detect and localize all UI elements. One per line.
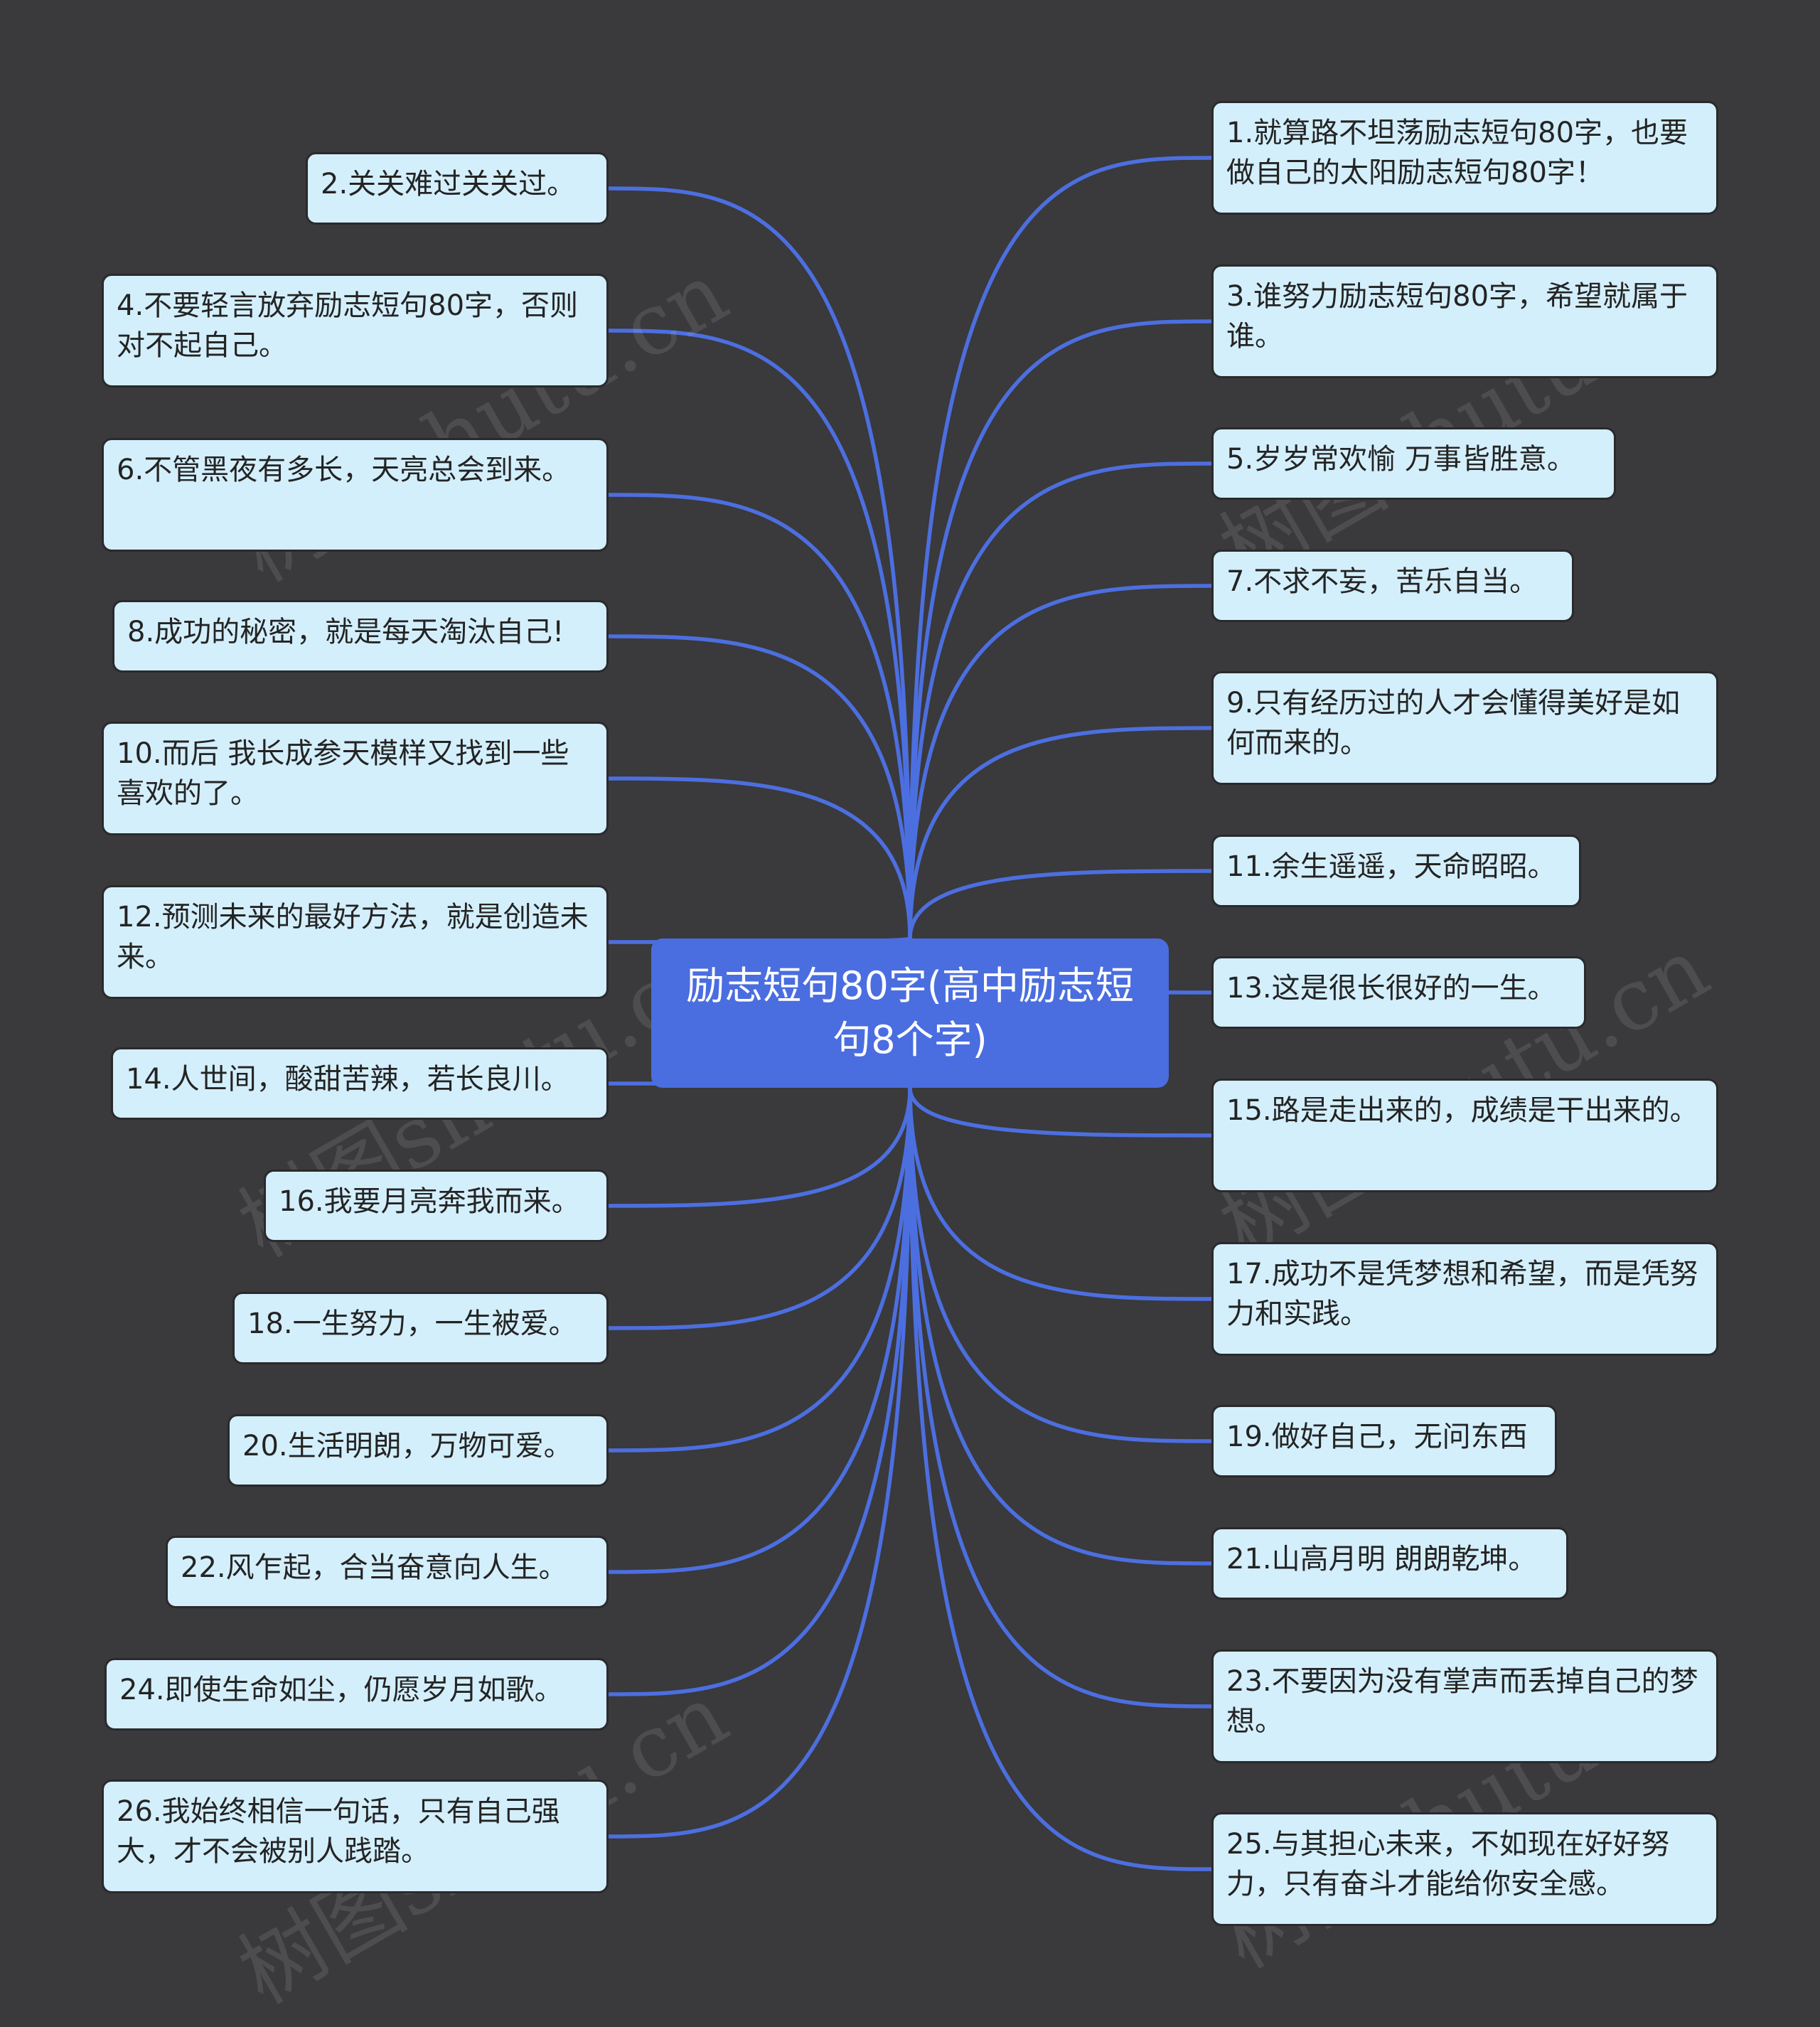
leaf-node-23[interactable]: 23.不要因为没有掌声而丢掉自己的梦想。 — [1211, 1649, 1718, 1763]
connector-n8 — [606, 634, 912, 941]
connector-n26 — [606, 1086, 912, 1839]
leaf-node-1[interactable]: 1.就算路不坦荡励志短句80字，也要做自己的太阳励志短句80字！ — [1211, 101, 1718, 215]
root-node-label: 励志短句80字(高中励志短句8个字) — [686, 963, 1134, 1062]
leaf-node-20[interactable]: 20.生活明朗，万物可爱。 — [228, 1414, 609, 1487]
leaf-node-13[interactable]: 13.这是很长很好的一生。 — [1211, 956, 1586, 1029]
connector-n15 — [908, 1086, 1214, 1138]
connector-n11 — [908, 869, 1214, 941]
connector-n16 — [606, 1086, 912, 1208]
connector-n7 — [908, 584, 1214, 941]
leaf-node-14[interactable]: 14.人世间，酸甜苦辣，若长良川。 — [111, 1047, 609, 1120]
connector-n3 — [908, 319, 1214, 941]
leaf-node-6[interactable]: 6.不管黑夜有多长，天亮总会到来。 — [102, 438, 609, 552]
connector-n22 — [606, 1086, 912, 1574]
root-node[interactable]: 励志短句80字(高中励志短句8个字) — [651, 938, 1169, 1088]
connector-n25 — [908, 1086, 1214, 1871]
connector-n5 — [908, 461, 1214, 941]
leaf-node-26[interactable]: 26.我始终相信一句话，只有自己强大，才不会被别人践踏。 — [102, 1780, 609, 1893]
connector-n24 — [606, 1086, 912, 1696]
connector-n9 — [908, 726, 1214, 941]
connector-n20 — [606, 1086, 912, 1453]
leaf-node-10[interactable]: 10.而后 我长成参天模样又找到一些喜欢的了。 — [102, 722, 609, 835]
leaf-node-19[interactable]: 19.做好自己，无问东西 — [1211, 1405, 1557, 1477]
connector-n18 — [606, 1086, 912, 1330]
connector-n6 — [606, 493, 912, 941]
connector-n23 — [908, 1086, 1214, 1708]
connector-n10 — [606, 776, 912, 941]
leaf-node-3[interactable]: 3.谁努力励志短句80字，希望就属于谁。 — [1211, 264, 1718, 378]
connector-n2 — [606, 186, 912, 941]
connector-n19 — [908, 1086, 1214, 1443]
connector-n21 — [908, 1086, 1214, 1566]
leaf-node-18[interactable]: 18.一生努力，一生被爱。 — [232, 1292, 609, 1364]
leaf-node-15[interactable]: 15.路是走出来的，成绩是干出来的。 — [1211, 1079, 1718, 1192]
leaf-node-17[interactable]: 17.成功不是凭梦想和希望，而是凭努力和实践。 — [1211, 1242, 1718, 1356]
connector-n1 — [908, 156, 1214, 941]
leaf-node-9[interactable]: 9.只有经历过的人才会懂得美好是如何而来的。 — [1211, 671, 1718, 785]
leaf-node-25[interactable]: 25.与其担心未来，不如现在好好努力，只有奋斗才能给你安全感。 — [1211, 1812, 1718, 1926]
leaf-node-22[interactable]: 22.风乍起，合当奋意向人生。 — [166, 1536, 609, 1608]
leaf-node-7[interactable]: 7.不求不妄，苦乐自当。 — [1211, 550, 1574, 622]
leaf-node-24[interactable]: 24.即使生命如尘，仍愿岁月如歌。 — [105, 1658, 609, 1731]
leaf-node-2[interactable]: 2.关关难过关关过。 — [306, 152, 609, 225]
connector-n17 — [908, 1086, 1214, 1301]
leaf-node-12[interactable]: 12.预测未来的最好方法，就是创造未来。 — [102, 885, 609, 999]
leaf-node-21[interactable]: 21.山高月明 朗朗乾坤。 — [1211, 1527, 1568, 1600]
leaf-node-5[interactable]: 5.岁岁常欢愉 万事皆胜意。 — [1211, 427, 1616, 500]
connector-n4 — [606, 328, 912, 941]
leaf-node-16[interactable]: 16.我要月亮奔我而来。 — [264, 1170, 609, 1242]
leaf-node-8[interactable]: 8.成功的秘密，就是每天淘汰自己! — [112, 600, 609, 673]
leaf-node-11[interactable]: 11.余生遥遥，天命昭昭。 — [1211, 835, 1581, 907]
leaf-node-4[interactable]: 4.不要轻言放弃励志短句80字，否则对不起自己。 — [102, 274, 609, 387]
